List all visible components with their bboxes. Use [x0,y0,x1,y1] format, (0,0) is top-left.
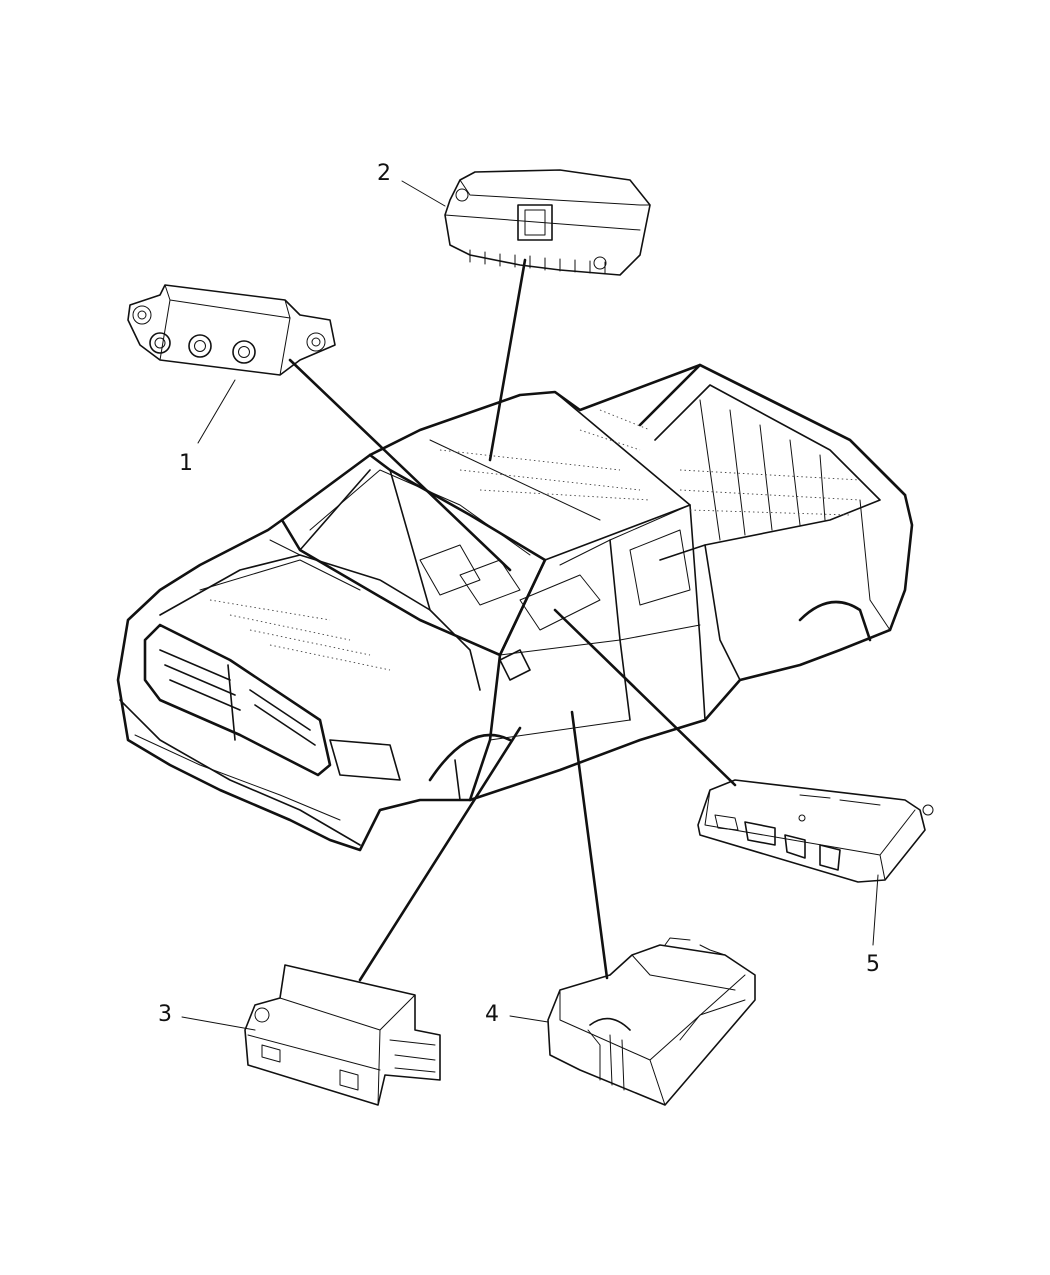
pickup-truck-body [116,363,914,852]
callout-4: 4 [485,1002,549,1027]
leader-line-5 [553,608,737,787]
callout-number: 3 [158,1002,172,1027]
callout-3: 3 [158,1002,256,1031]
leader-line-2 [488,258,527,462]
callout-number: 1 [179,451,193,476]
leader-line-4 [570,710,609,980]
callout-number: 4 [485,1002,499,1027]
part-1-module [127,284,336,376]
callout-number: 2 [377,161,391,186]
part-5-module [697,779,934,883]
part-3-module [244,964,441,1106]
leader-line-3 [358,726,522,982]
leader-line-1 [288,358,512,572]
callout-5: 5 [866,874,880,977]
part-4-module [547,937,756,1106]
callout-number: 5 [866,952,880,977]
callout-1: 1 [179,379,236,476]
callout-2: 2 [377,161,446,207]
leader-lines [288,258,737,982]
part-2-module [444,169,651,276]
